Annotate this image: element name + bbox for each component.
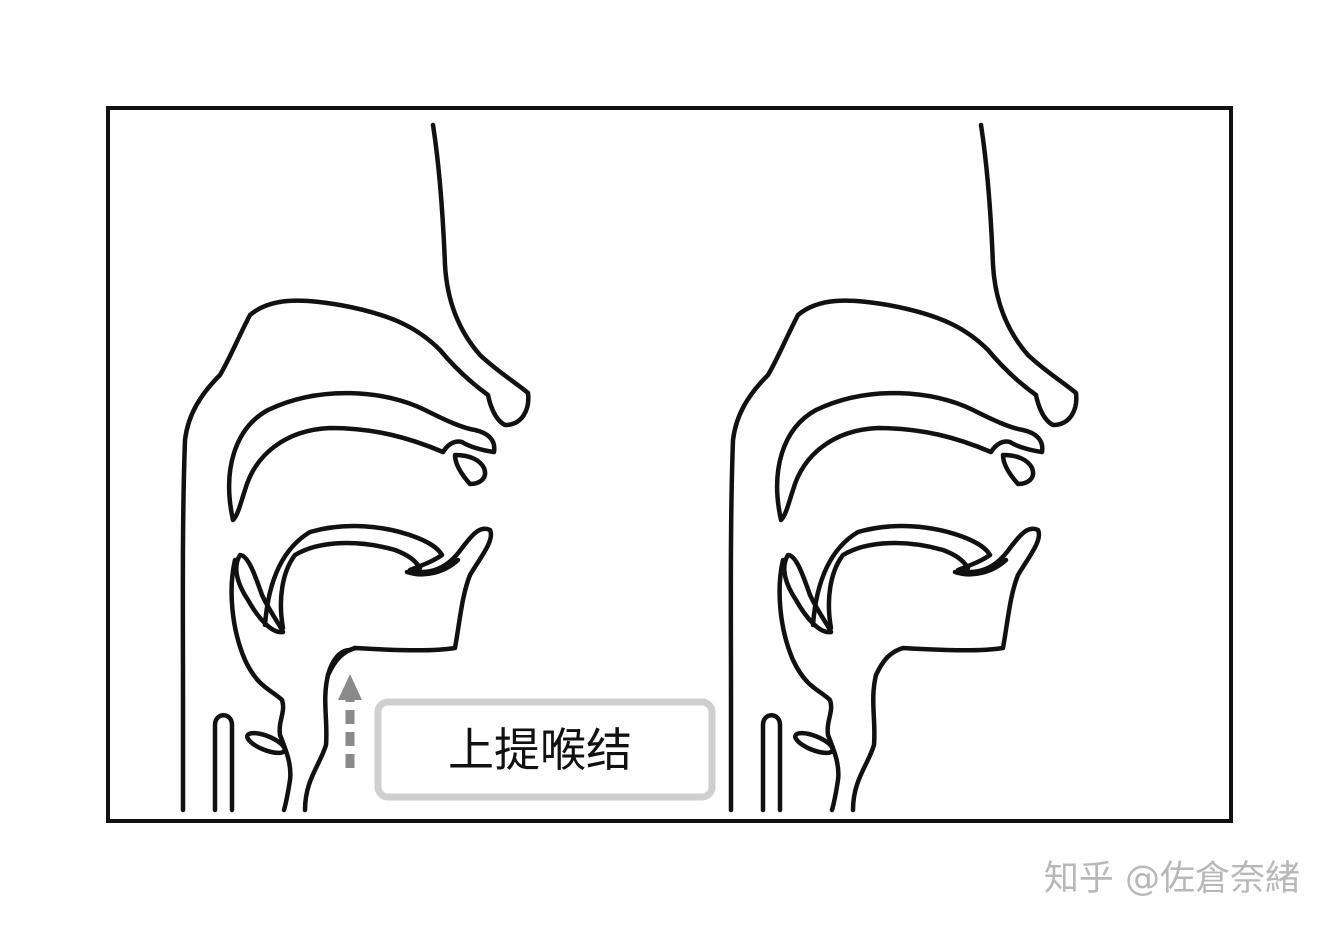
up-arrow-icon [338,674,362,768]
label-box: 上提喉结 [378,702,712,797]
diagram-label: 上提喉结 [448,723,632,777]
panel-larynx-rest [731,125,1076,810]
watermark: 知乎 @佐倉奈緒 [1044,859,1300,899]
